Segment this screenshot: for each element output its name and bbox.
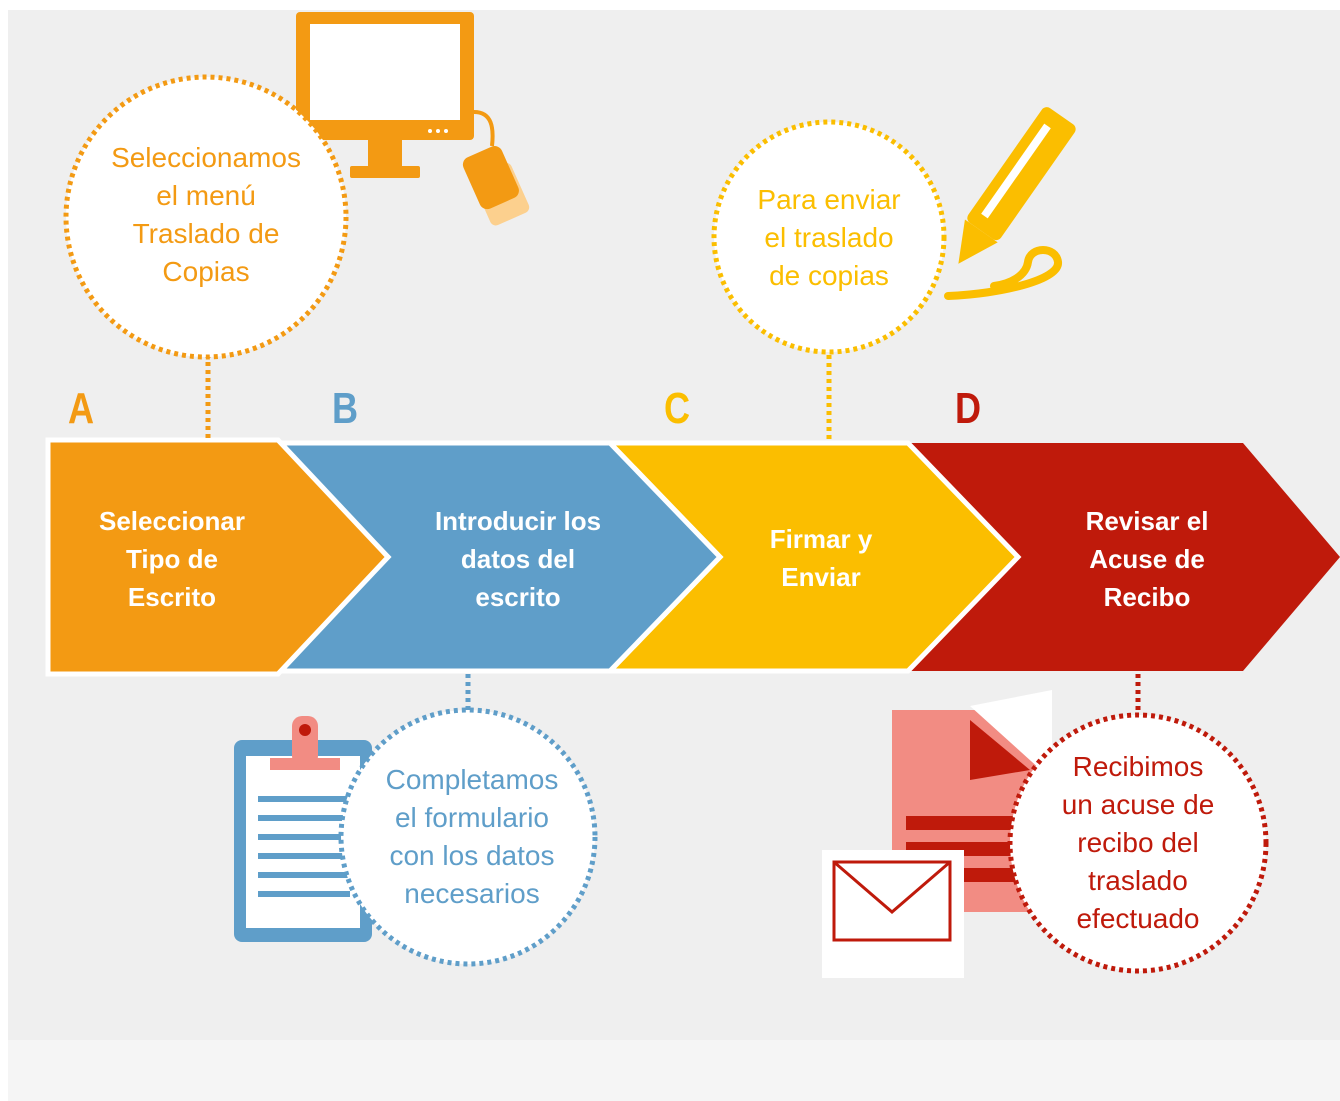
callout-c-line: el traslado <box>764 222 894 253</box>
footer-band <box>8 1040 1340 1101</box>
callout-a-line: Seleccionamos <box>111 142 301 173</box>
callout-d-circle <box>1007 712 1269 974</box>
step-a-chevron <box>45 437 392 677</box>
step-a-label-line: Tipo de <box>126 544 218 574</box>
step-a-label-line: Escrito <box>127 582 217 612</box>
callout-a-line: Traslado de <box>132 218 280 249</box>
callout-b-line: Completamos <box>385 764 559 795</box>
step-d-label-line: Recibo <box>1103 582 1191 612</box>
step-a-label-line: Seleccionar <box>99 506 245 536</box>
callout-b-circle <box>338 707 598 967</box>
callout-b-line: con los datos <box>389 840 555 871</box>
callout-c-line: Para enviar <box>757 184 901 215</box>
step-b-letter: B <box>332 384 359 433</box>
callout-a-line: el menú <box>156 180 256 211</box>
step-d-letter: D <box>955 384 982 433</box>
step-c-label-line: Enviar <box>781 562 861 592</box>
step-d-label-line: Acuse de <box>1089 544 1205 574</box>
callout-d-line: Recibimos <box>1072 751 1204 782</box>
callout-d-text: Recibimos un acuse de recibo del traslad… <box>1036 748 1240 938</box>
step-d-label: Revisar el Acuse de Recibo <box>1040 500 1254 618</box>
callout-a-text: Seleccionamos el menú Traslado de Copias <box>86 120 326 310</box>
callout-b-text: Completamos el formulario con los datos … <box>362 760 582 914</box>
step-a-label: Seleccionar Tipo de Escrito <box>62 500 282 618</box>
callout-c-line: de copias <box>769 260 889 291</box>
step-d-label-line: Revisar el <box>1085 506 1209 536</box>
step-c-label-line: Firmar y <box>769 524 873 554</box>
callout-a-line: Copias <box>162 256 250 287</box>
step-c-label: Firmar y Enviar <box>726 518 916 598</box>
callout-b-line: necesarios <box>404 878 540 909</box>
callout-c-circle <box>711 119 947 355</box>
step-b-label-line: datos del <box>460 544 576 574</box>
step-a-letter: A <box>68 384 95 433</box>
step-c-letter: C <box>664 384 691 433</box>
callout-d-line: efectuado <box>1076 903 1200 934</box>
computer-monitor-icon <box>296 12 530 226</box>
callout-c-text: Para enviar el traslado de copias <box>734 178 924 298</box>
step-b-label-line: escrito <box>475 582 561 612</box>
callout-b-line: el formulario <box>394 802 550 833</box>
pen-signature-icon <box>944 107 1076 300</box>
callout-d-line: traslado <box>1088 865 1188 896</box>
callout-d-line: recibo del <box>1077 827 1199 858</box>
step-d-chevron <box>908 443 1340 671</box>
callout-d-line: un acuse de <box>1061 789 1215 820</box>
step-b-label-line: Introducir los <box>434 506 602 536</box>
callout-a-circle <box>63 74 349 360</box>
step-b-label: Introducir los datos del escrito <box>398 500 638 618</box>
